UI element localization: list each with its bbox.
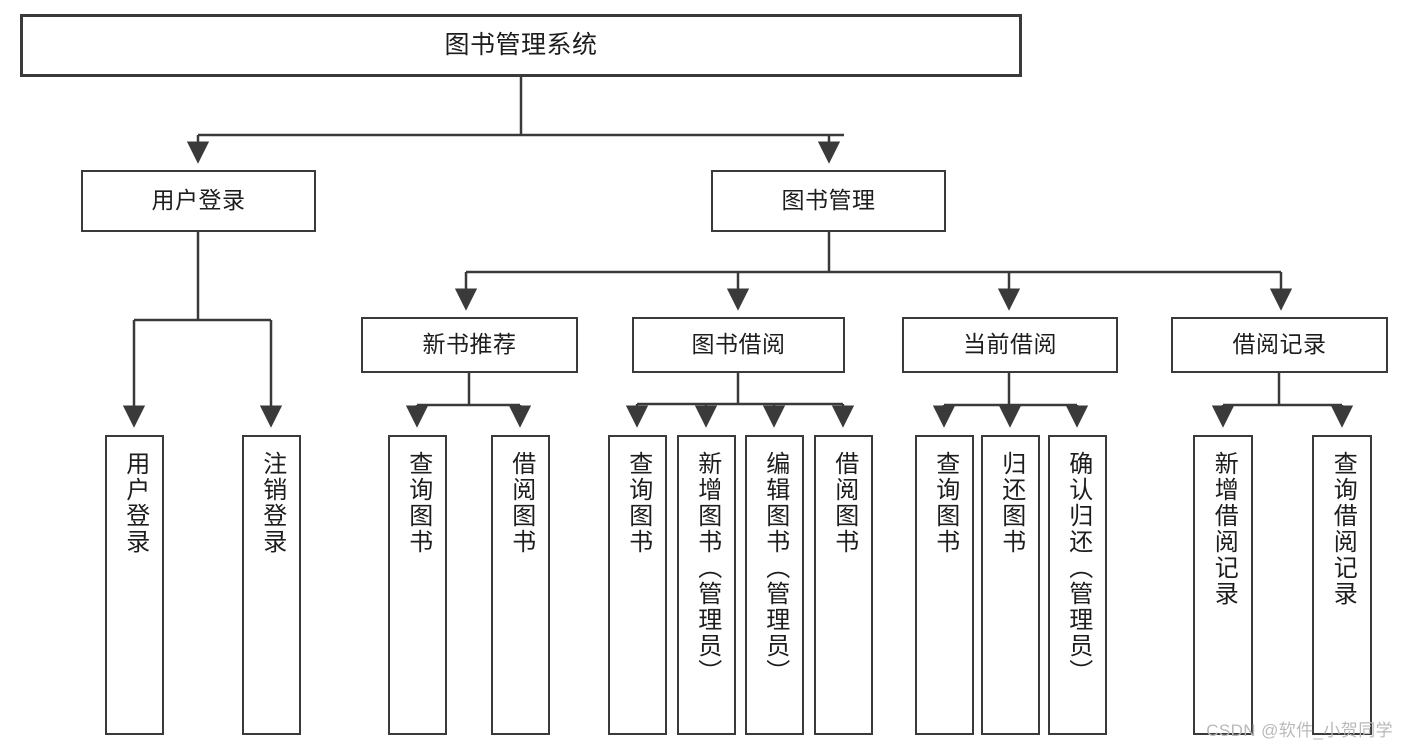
node-leaf-borrow-books-2[interactable]: 借阅图书 (814, 435, 873, 735)
node-label: 查询图书 (404, 451, 432, 555)
node-label: 用户登录 (121, 451, 149, 555)
node-label: 图书借阅 (691, 331, 786, 358)
node-label: 借阅记录 (1232, 331, 1327, 358)
node-leaf-borrow-books-1[interactable]: 借阅图书 (491, 435, 550, 735)
node-label: 用户登录 (151, 187, 246, 214)
node-label: 借阅图书 (830, 451, 858, 555)
node-leaf-query-books-1[interactable]: 查询图书 (388, 435, 447, 735)
node-leaf-user-login[interactable]: 用户登录 (105, 435, 164, 735)
node-label: 归还图书 (997, 451, 1025, 555)
node-leaf-edit-book[interactable]: 编辑图书（管理员） (745, 435, 804, 735)
node-label: 新增借阅记录 (1210, 451, 1238, 607)
node-book-management[interactable]: 图书管理 (711, 170, 946, 232)
node-label: 新书推荐 (422, 331, 517, 358)
node-current-borrow[interactable]: 当前借阅 (902, 317, 1118, 373)
node-label: 查询图书 (624, 451, 652, 555)
node-borrow-record[interactable]: 借阅记录 (1171, 317, 1388, 373)
node-leaf-query-books-3[interactable]: 查询图书 (915, 435, 974, 735)
node-label: 新增图书（管理员） (693, 451, 721, 685)
node-user-login[interactable]: 用户登录 (81, 170, 316, 232)
csdn-watermark: CSDN @软件_小贺同学 (1206, 721, 1393, 740)
node-leaf-logout-login[interactable]: 注销登录 (242, 435, 301, 735)
node-label: 编辑图书（管理员） (761, 451, 789, 685)
node-new-book-recommend[interactable]: 新书推荐 (361, 317, 578, 373)
node-leaf-return-book[interactable]: 归还图书 (981, 435, 1040, 735)
node-leaf-confirm-return[interactable]: 确认归还（管理员） (1048, 435, 1107, 735)
node-root-system[interactable]: 图书管理系统 (20, 14, 1022, 77)
node-label: 图书管理系统 (444, 30, 598, 59)
node-leaf-add-record[interactable]: 新增借阅记录 (1193, 435, 1253, 735)
node-label: 当前借阅 (963, 331, 1057, 358)
node-label: 注销登录 (258, 451, 286, 555)
node-label: 借阅图书 (507, 451, 535, 555)
node-leaf-query-record[interactable]: 查询借阅记录 (1312, 435, 1372, 735)
node-leaf-add-book[interactable]: 新增图书（管理员） (677, 435, 736, 735)
node-label: 图书管理 (781, 187, 876, 214)
node-label: 确认归还（管理员） (1064, 451, 1092, 685)
node-leaf-query-books-2[interactable]: 查询图书 (608, 435, 667, 735)
node-label: 查询借阅记录 (1329, 451, 1357, 607)
node-book-borrow[interactable]: 图书借阅 (632, 317, 845, 373)
node-label: 查询图书 (931, 451, 959, 555)
